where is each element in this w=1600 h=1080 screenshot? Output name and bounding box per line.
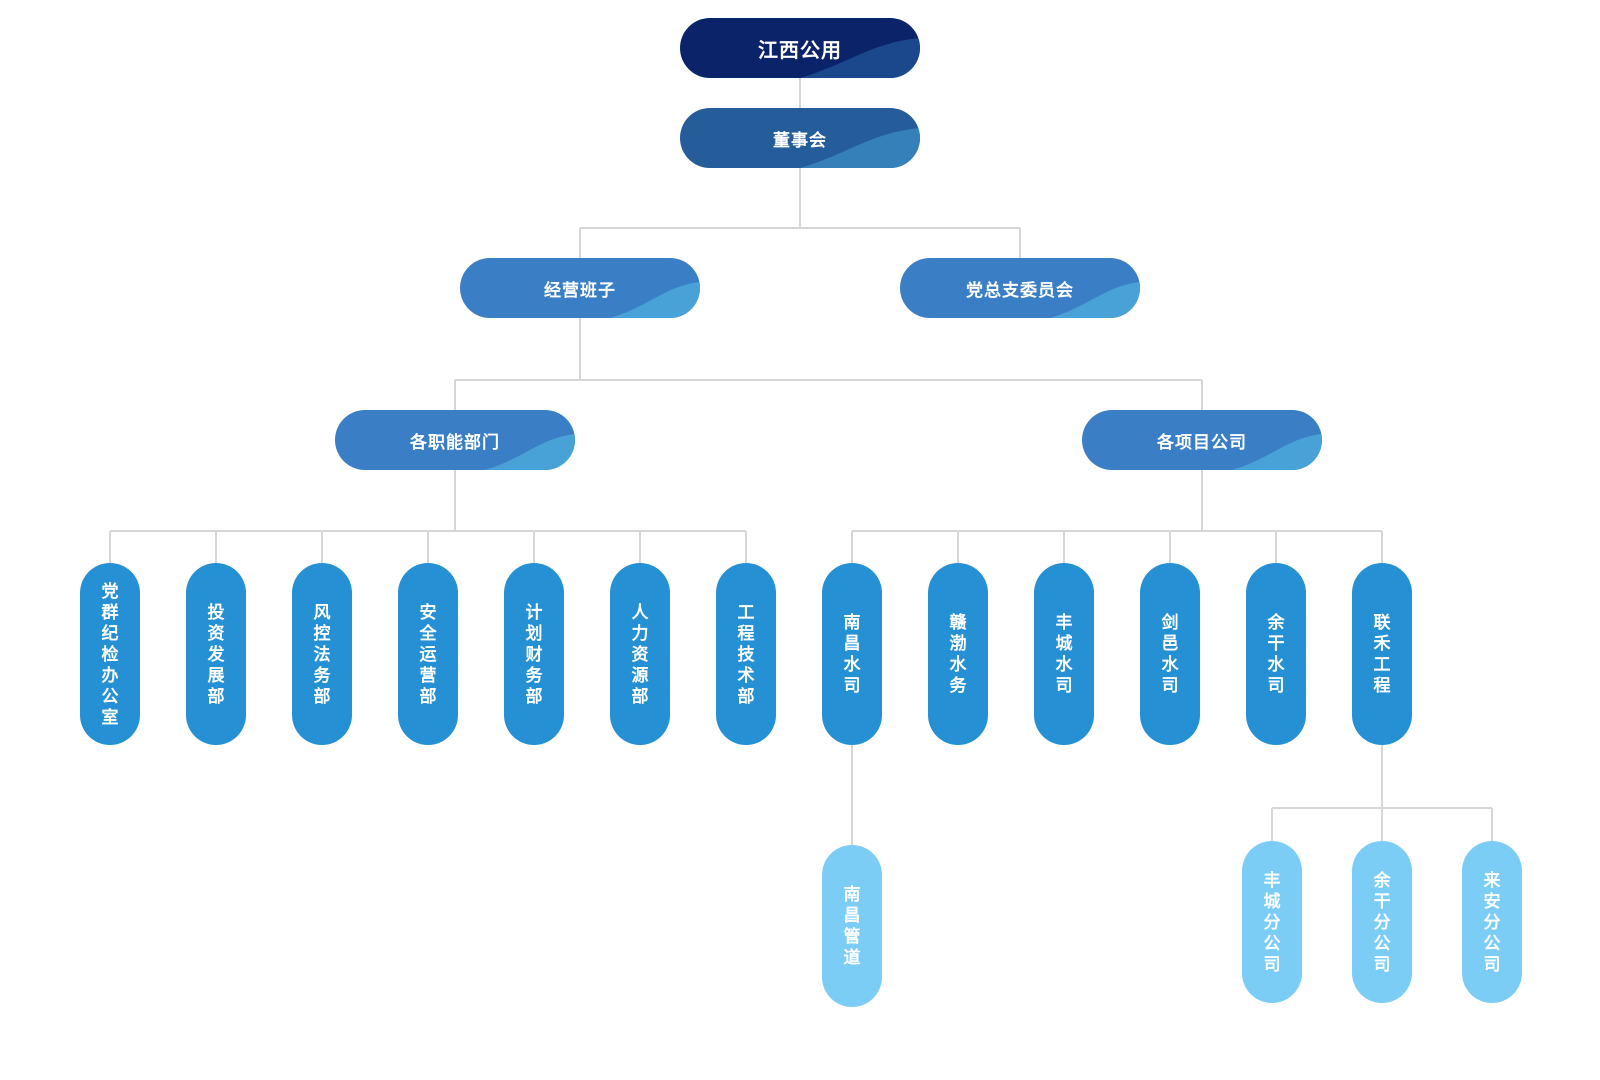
sub-company-label: 来安分公司 xyxy=(1483,870,1501,974)
node-department[interactable]: 工程技术部 xyxy=(716,563,776,745)
sub-company-label: 余干分公司 xyxy=(1373,870,1391,974)
node-company[interactable]: 丰城水司 xyxy=(1034,563,1094,745)
node-root[interactable]: 江西公用 xyxy=(680,18,920,78)
node-functional-departments-label: 各职能部门 xyxy=(410,432,500,452)
company-label: 丰城水司 xyxy=(1055,613,1073,695)
node-company[interactable]: 剑邑水司 xyxy=(1140,563,1200,745)
node-department[interactable]: 人力资源部 xyxy=(610,563,670,745)
node-board-label: 董事会 xyxy=(773,130,827,150)
department-label: 投资发展部 xyxy=(207,602,225,706)
node-party-committee[interactable]: 党总支委员会 xyxy=(900,258,1140,318)
node-department[interactable]: 安全运营部 xyxy=(398,563,458,745)
company-label: 剑邑水司 xyxy=(1161,613,1179,695)
node-sub-company[interactable]: 余干分公司 xyxy=(1352,841,1412,1003)
department-label: 风控法务部 xyxy=(313,602,331,706)
node-company[interactable]: 赣渤水务 xyxy=(928,563,988,745)
node-sub-company[interactable]: 来安分公司 xyxy=(1462,841,1522,1003)
company-label: 联禾工程 xyxy=(1373,613,1391,695)
sub-company-label: 丰城分公司 xyxy=(1263,870,1281,974)
node-department[interactable]: 风控法务部 xyxy=(292,563,352,745)
node-department[interactable]: 投资发展部 xyxy=(186,563,246,745)
department-label: 安全运营部 xyxy=(419,602,437,706)
department-label: 计划财务部 xyxy=(525,602,543,706)
node-project-companies-label: 各项目公司 xyxy=(1157,432,1247,452)
node-functional-departments[interactable]: 各职能部门 xyxy=(335,410,575,470)
node-department[interactable]: 党群纪检办公室 xyxy=(80,563,140,745)
node-sub-company[interactable]: 南昌管道 xyxy=(822,845,882,1007)
department-label: 党群纪检办公室 xyxy=(101,581,119,727)
department-label: 人力资源部 xyxy=(631,602,649,706)
node-company[interactable]: 余干水司 xyxy=(1246,563,1306,745)
node-company[interactable]: 联禾工程 xyxy=(1352,563,1412,745)
department-label: 工程技术部 xyxy=(737,602,755,706)
node-party-committee-label: 党总支委员会 xyxy=(966,280,1074,300)
node-company[interactable]: 南昌水司 xyxy=(822,563,882,745)
node-board[interactable]: 董事会 xyxy=(680,108,920,168)
node-sub-company[interactable]: 丰城分公司 xyxy=(1242,841,1302,1003)
node-project-companies[interactable]: 各项目公司 xyxy=(1082,410,1322,470)
node-root-label: 江西公用 xyxy=(758,39,842,62)
node-management[interactable]: 经营班子 xyxy=(460,258,700,318)
company-label: 余干水司 xyxy=(1267,613,1285,695)
company-label: 赣渤水务 xyxy=(949,613,967,695)
sub-company-label: 南昌管道 xyxy=(843,885,861,967)
node-department[interactable]: 计划财务部 xyxy=(504,563,564,745)
node-management-label: 经营班子 xyxy=(544,280,616,300)
company-label: 南昌水司 xyxy=(843,613,861,695)
